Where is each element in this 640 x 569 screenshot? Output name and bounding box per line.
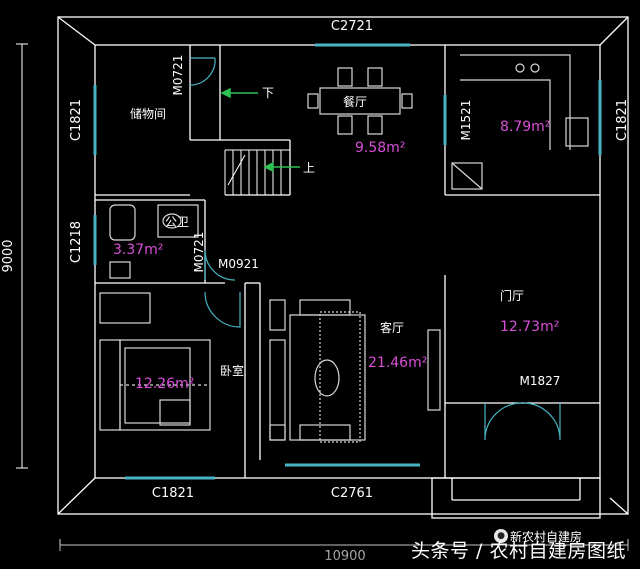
area-foyer: 12.73m² xyxy=(500,319,559,335)
room-name-dining: 餐厅 xyxy=(343,94,367,109)
brand-logo-icon: ● xyxy=(494,529,508,543)
label-height-total: 9000 xyxy=(1,239,16,272)
room-name-bedroom: 卧室 xyxy=(220,363,244,378)
room-name-living: 客厅 xyxy=(380,320,404,335)
label-left-window-lower: C1218 xyxy=(69,221,84,263)
area-bedroom: 12.26m² xyxy=(135,376,194,392)
label-bottom-window: C2761 xyxy=(331,486,373,501)
label-entry-door: M1827 xyxy=(520,374,561,388)
room-areas: 9.58m² 8.79m² 3.37m² 12.26m² 21.46m² 12.… xyxy=(113,119,559,392)
watermark-overlay xyxy=(0,527,640,569)
label-storage-door: M0721 xyxy=(171,55,185,96)
stair-up-label: 上 xyxy=(303,161,315,175)
door-storage-swing xyxy=(189,57,216,86)
label-bath-door: M0721 xyxy=(192,232,206,273)
door-bedroom-swing xyxy=(204,291,241,328)
windows xyxy=(93,43,602,480)
doors xyxy=(189,57,561,441)
area-bathroom: 3.37m² xyxy=(113,242,163,258)
inner-wall-outline xyxy=(94,44,601,479)
area-dining: 9.58m² xyxy=(355,140,405,156)
label-bottom-left-window: C1821 xyxy=(152,486,194,501)
outer-boundary xyxy=(57,16,629,515)
corner-diagonal-bl xyxy=(57,477,96,515)
bedroom-furniture xyxy=(99,292,211,431)
watermark-brand: 新农村自建房 xyxy=(510,530,583,544)
dimension-labels: C2721 9000 10900 C1821 C2761 C1821 C1218… xyxy=(1,19,630,564)
label-right-window: C1821 xyxy=(615,99,630,141)
corner-diagonal-tr xyxy=(599,16,629,46)
area-living: 21.46m² xyxy=(368,355,427,371)
arrow-up-head xyxy=(263,161,274,173)
kitchen-counter xyxy=(451,54,589,190)
entry-porch xyxy=(431,477,601,519)
label-top-window: C2721 xyxy=(331,19,373,34)
label-kitchen-door: M1521 xyxy=(459,100,473,141)
corner-diagonal-tl xyxy=(57,16,96,46)
stair-down-label: 下 xyxy=(262,86,274,100)
stair-arrows xyxy=(220,87,300,173)
area-kitchen: 8.79m² xyxy=(500,119,550,135)
watermark-caption: 头条号 / 农村自建房图纸 xyxy=(411,540,626,562)
label-left-window-upper: C1821 xyxy=(69,99,84,141)
dining-table xyxy=(307,67,413,135)
room-names: 储物间 餐厅 公卫 卧室 客厅 门厅 下 上 xyxy=(130,86,524,378)
staircase xyxy=(224,149,290,195)
living-furniture xyxy=(269,299,441,443)
door-labels: M0721 M0721 M0921 M1521 M1827 xyxy=(171,55,560,388)
left-dimension-line xyxy=(16,43,28,469)
bathroom-fixtures xyxy=(109,204,199,279)
label-bedroom-door: M0921 xyxy=(218,257,259,271)
door-bath-swing xyxy=(204,249,236,281)
arrow-down-head xyxy=(220,87,231,99)
corner-diagonal-br xyxy=(609,497,629,515)
room-name-bathroom: 公卫 xyxy=(165,215,189,229)
door-entry-swing xyxy=(484,402,561,441)
room-name-foyer: 门厅 xyxy=(500,288,524,303)
room-name-storage: 储物间 xyxy=(130,106,166,121)
interior-walls xyxy=(95,45,600,478)
